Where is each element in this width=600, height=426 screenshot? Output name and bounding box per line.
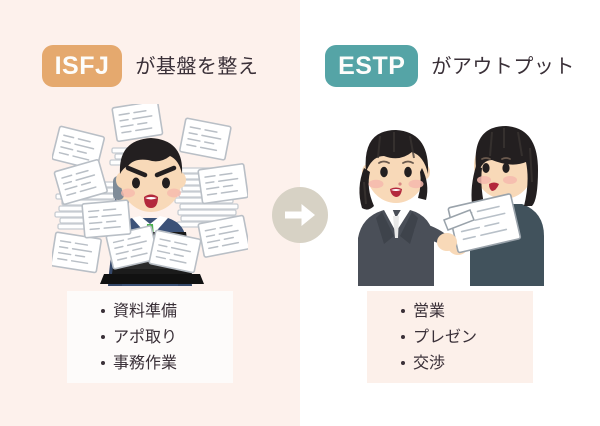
task-label: アポ取り — [113, 327, 178, 346]
right-task-card: 営業 プレゼン 交渉 — [367, 291, 533, 383]
left-panel-header: ISFJ が基盤を整え — [0, 44, 300, 88]
businesswomen-meeting-illustration — [300, 104, 600, 286]
left-task-card: 資料準備 アポ取り 事務作業 — [67, 291, 233, 383]
task-label: 事務作業 — [113, 353, 178, 372]
list-item: 交渉 — [401, 350, 533, 376]
list-item: 資料準備 — [101, 298, 233, 324]
left-panel-headline: が基盤を整え — [135, 54, 259, 78]
arrow-right-circle-icon — [272, 187, 328, 243]
bullet-dot-icon — [101, 361, 105, 365]
task-label: プレゼン — [413, 327, 478, 346]
task-label: 交渉 — [413, 353, 446, 372]
bullet-dot-icon — [401, 309, 405, 313]
isfj-type-badge: ISFJ — [41, 45, 123, 87]
bullet-dot-icon — [101, 335, 105, 339]
bullet-dot-icon — [401, 335, 405, 339]
task-label: 資料準備 — [113, 301, 178, 320]
stressed-businessman-illustration — [0, 104, 300, 286]
list-item: プレゼン — [401, 324, 533, 350]
task-label: 営業 — [413, 301, 446, 320]
bullet-dot-icon — [401, 361, 405, 365]
list-item: 事務作業 — [101, 350, 233, 376]
right-panel-headline: がアウトプット — [431, 54, 575, 78]
left-panel: ISFJ が基盤を整え — [0, 44, 300, 383]
list-item: アポ取り — [101, 324, 233, 350]
right-panel-header: ESTP がアウトプット — [300, 44, 600, 88]
bullet-dot-icon — [101, 309, 105, 313]
right-panel: ESTP がアウトプット — [300, 0, 600, 426]
list-item: 営業 — [401, 298, 533, 324]
estp-type-badge: ESTP — [325, 45, 419, 87]
